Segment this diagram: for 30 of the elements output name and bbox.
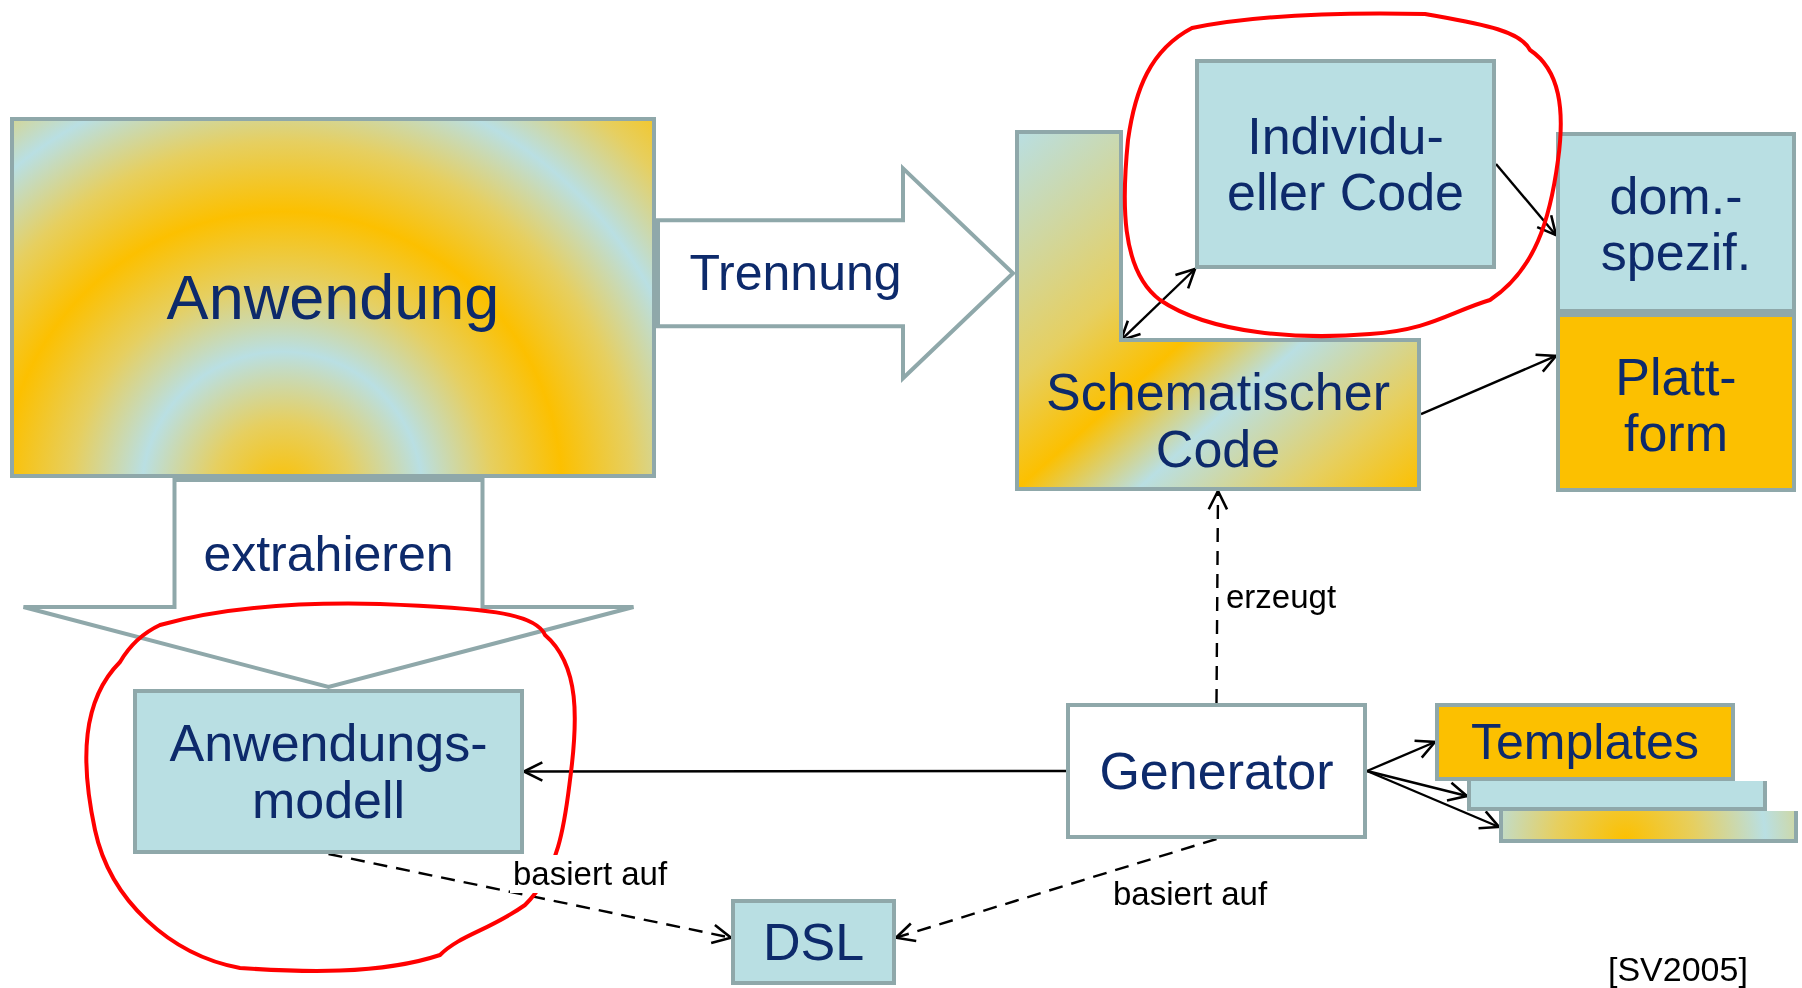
arrow-label: extrahieren [202,524,455,584]
node-label: Individu- eller Code [1226,107,1465,221]
process-box [1556,132,1796,313]
arrow [328,852,733,945]
process-box [133,689,524,854]
process-box [1435,703,1735,781]
arrow-label: Trennung [688,244,903,304]
process-box [1556,313,1796,492]
node-label: DSL [762,913,865,971]
node-label: Platt- form [1614,349,1738,462]
edge-label: basiert auf [510,855,671,893]
stacked-card [1467,781,1767,811]
process-box [10,117,656,478]
block-arrow [656,163,1016,383]
node-label: dom.- spezif. [1599,168,1753,281]
block-arrow [21,478,636,690]
arrow [1366,739,1437,773]
process-box [1066,703,1367,839]
citation-note: [SV2005] [1608,950,1748,988]
node-label: Anwendungs- modell [168,715,489,828]
node-label: Templates [1471,715,1699,769]
arrow [1420,353,1558,416]
process-box [731,899,896,985]
arrow [1495,163,1558,237]
arrow [1207,489,1229,703]
stacked-card [1499,811,1798,843]
node-label: Generator [1099,742,1334,800]
process-box [1195,59,1496,269]
node-label: Anwendung [166,263,500,332]
arrow [1366,769,1501,830]
